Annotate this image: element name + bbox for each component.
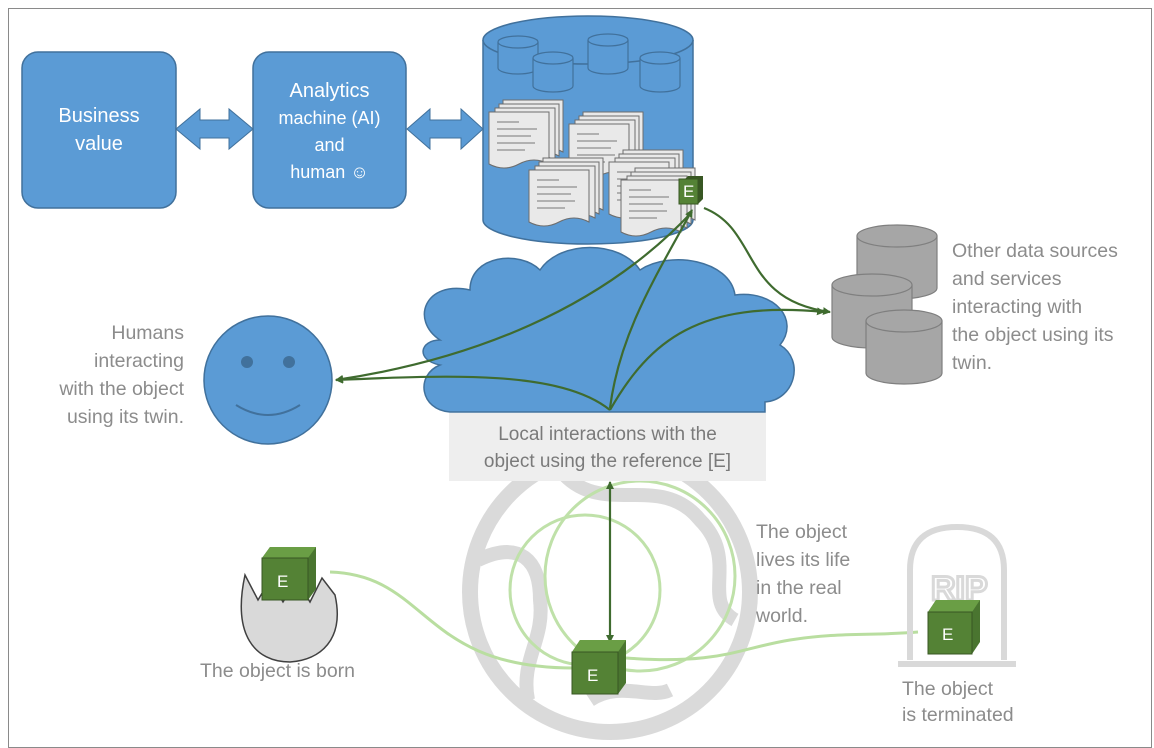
- svg-text:E: E: [683, 182, 694, 201]
- analytics-line-4: human ☺: [290, 162, 369, 182]
- analytics-box: [252, 51, 407, 209]
- double-arrow-left: [175, 107, 254, 151]
- business-value-line-1: Business: [58, 105, 140, 127]
- life-to-terminated-connector: [625, 630, 919, 662]
- other-data-sources-icon: [831, 224, 943, 385]
- terminated-line-2: is terminated: [902, 704, 1014, 726]
- interaction-arrows: [335, 206, 831, 643]
- svg-text:E: E: [942, 625, 953, 644]
- analytics-line-2: machine (AI): [278, 108, 381, 128]
- local-interactions-box: Local interactions with the object using…: [449, 413, 766, 481]
- lives-line: world.: [756, 605, 809, 627]
- other-sources-line: the object using its: [952, 324, 1114, 346]
- other-sources-line: twin.: [952, 352, 993, 374]
- arrow-e-to-sources: [703, 206, 831, 316]
- local-interactions-line-2: object using the reference [E]: [483, 451, 732, 472]
- svg-text:E: E: [587, 666, 598, 685]
- local-interactions-line-1: Local interactions with the: [498, 424, 717, 445]
- cube-e-terminated: E: [927, 600, 980, 655]
- tombstone-icon: [898, 523, 1016, 667]
- humans-line: interacting: [94, 350, 184, 372]
- arrow-to-humans: [335, 375, 611, 411]
- arrow-local-to-sources: [609, 307, 825, 411]
- database-cylinder-icon: [482, 15, 695, 245]
- cube-e-born: E: [261, 547, 316, 601]
- other-sources-line: interacting with: [952, 296, 1083, 318]
- lives-line: lives its life: [756, 549, 851, 571]
- other-sources-line: Other data sources: [952, 240, 1118, 262]
- terminated-line-1: The object: [902, 678, 994, 700]
- arrow-humans-to-e: [335, 211, 693, 383]
- cube-e-life: E: [571, 640, 626, 695]
- terminated-text: The object is terminated: [902, 676, 1062, 728]
- business-value-line-2: value: [75, 133, 123, 155]
- svg-text:E: E: [277, 572, 288, 591]
- lives-line: in the real: [756, 577, 842, 599]
- humans-line: Humans: [111, 322, 184, 344]
- smiley-face-icon: [203, 315, 333, 445]
- analytics-line-1: Analytics: [289, 80, 370, 102]
- other-sources-text: Other data sources and services interact…: [952, 237, 1148, 377]
- business-value-label: Business value: [22, 102, 176, 158]
- born-to-life-connector: [329, 570, 579, 670]
- business-value-box: [21, 51, 177, 209]
- arrow-local-to-e: [608, 209, 693, 409]
- humans-line: using its twin.: [66, 406, 184, 428]
- lives-text: The object lives its life in the real wo…: [756, 518, 896, 630]
- cloud-shape: [422, 246, 795, 413]
- lives-line: The object: [756, 521, 848, 543]
- other-sources-line: and services: [952, 268, 1062, 290]
- analytics-label: Analytics machine (AI) and human ☺: [253, 78, 406, 186]
- humans-line: with the object: [59, 378, 184, 400]
- double-arrow-right: [406, 107, 484, 151]
- humans-text: Humans interacting with the object using…: [20, 319, 184, 431]
- analytics-line-3: and: [314, 135, 345, 155]
- cube-e-database: E: [678, 176, 703, 205]
- born-text: The object is born: [200, 660, 356, 682]
